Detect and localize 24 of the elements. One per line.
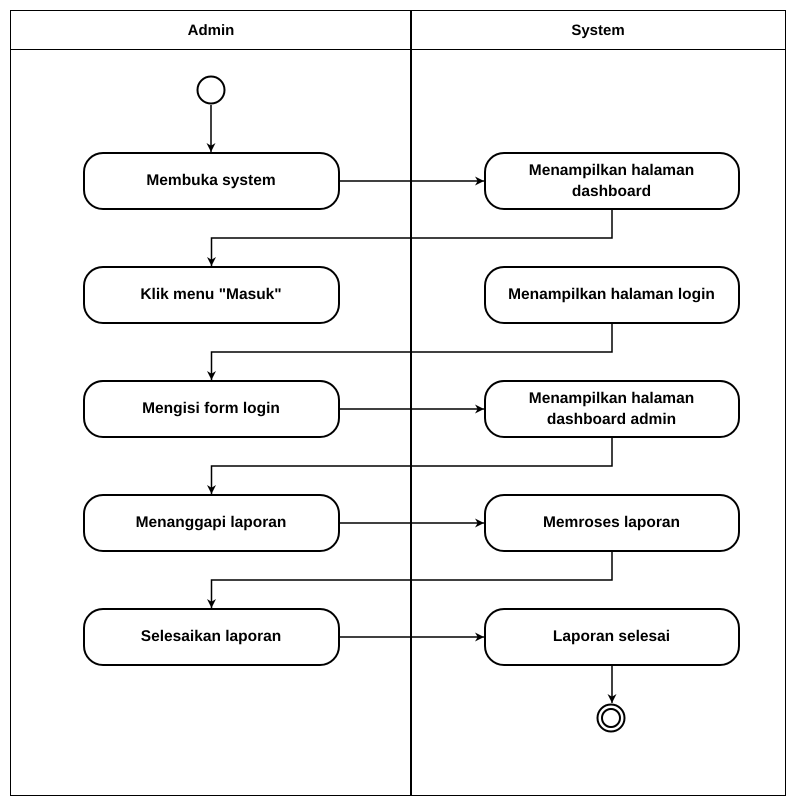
activity-box: Menampilkan halaman login [484, 266, 740, 324]
arrow [608, 666, 616, 703]
activity-box: Menanggapi laporan [82, 494, 340, 552]
activity-box: Klik menu "Masuk" [82, 266, 340, 324]
activity-box: Laporan selesai [484, 608, 740, 666]
activity-box: Selesaikan laporan [82, 608, 340, 666]
arrow [340, 176, 484, 186]
swimlane [410, 10, 786, 796]
arrow [340, 404, 484, 414]
activity-box: Memroses laporan [484, 494, 740, 552]
arrow [207, 438, 613, 494]
arrow [206, 105, 216, 152]
arrow [340, 518, 484, 528]
activity-box: Menampilkan halaman dashboard [484, 152, 740, 210]
lane-title: System [571, 22, 625, 38]
activity-box: Mengisi form login [82, 380, 340, 438]
lane-title: Admin [188, 22, 234, 38]
arrow [340, 632, 484, 642]
activity-box: Menampilkan halaman dashboard admin [484, 380, 740, 438]
arrow [207, 552, 613, 608]
swimlane [10, 10, 412, 796]
arrow [207, 210, 613, 266]
activity-box: Membuka system [82, 152, 340, 210]
arrow [207, 324, 613, 380]
